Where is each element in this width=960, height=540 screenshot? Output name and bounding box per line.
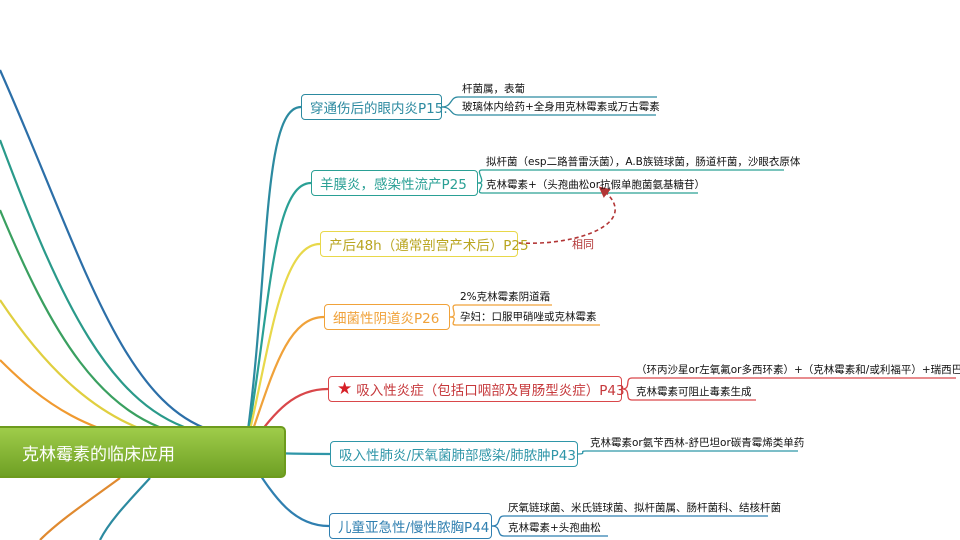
sub-item[interactable]: 克林霉素可阻止毒素生成 — [636, 386, 752, 398]
sub-item[interactable]: 克林霉素or氨苄西林-舒巴坦or碳青霉烯类单药 — [590, 437, 805, 449]
branch-label: 细菌性阴道炎P26 — [333, 311, 440, 327]
branch-node[interactable]: 羊膜炎，感染性流产P25 — [311, 170, 478, 196]
root-node[interactable]: 克林霉素的临床应用 — [0, 426, 286, 478]
offscreen-branch-line — [0, 299, 186, 442]
branch-label: 产后48h（通常剖宫产术后）P25 — [329, 238, 529, 254]
offscreen-branch-line — [0, 139, 201, 434]
sub-connector — [477, 169, 784, 184]
branch-node[interactable]: 产后48h（通常剖宫产术后）P25 — [320, 231, 529, 257]
sub-item[interactable]: 玻璃体内给药+全身用克林霉素或万古霉素 — [462, 101, 660, 113]
root-label: 克林霉素的临床应用 — [22, 444, 175, 465]
branch-node[interactable]: 儿童亚急性/慢性脓胸P44 — [329, 513, 492, 539]
sub-connector — [449, 316, 600, 326]
sub-connector — [621, 377, 956, 390]
sub-connector — [577, 450, 798, 455]
sub-connector — [621, 388, 756, 401]
offscreen-branch-line — [99, 477, 151, 540]
branch-node[interactable]: 吸入性肺炎/厌氧菌肺部感染/肺脓肿P43 — [330, 441, 578, 467]
sub-item[interactable]: 杆菌属，表葡 — [462, 83, 525, 95]
branch-connector — [243, 105, 302, 453]
offscreen-branch-line — [39, 477, 121, 540]
star-icon: ★ — [337, 378, 353, 399]
sub-item[interactable]: 克林霉素+头孢曲松 — [508, 522, 601, 534]
sub-item[interactable]: 克林霉素+（头孢曲松or抗假单胞菌氨基糖苷） — [486, 179, 706, 191]
same-relation-arrow — [518, 186, 616, 245]
branch-label: 羊膜炎，感染性流产P25 — [320, 177, 467, 193]
offscreen-branch-line — [0, 69, 211, 432]
branch-label: 吸入性肺炎/厌氧菌肺部感染/肺脓肿P43 — [339, 448, 576, 464]
sub-connector — [491, 525, 608, 537]
same-relation-label: 相同 — [572, 238, 594, 251]
branch-node[interactable]: 细菌性阴道炎P26 — [324, 304, 450, 330]
branch-node[interactable]: 穿通伤后的眼内炎P15. — [301, 94, 448, 120]
branch-connector — [243, 242, 321, 453]
branch-label: 穿通伤后的眼内炎P15. — [310, 101, 448, 117]
offscreen-branch-line — [0, 209, 191, 438]
sub-item[interactable]: 孕妇：口服甲硝唑或克林霉素 — [460, 311, 597, 323]
branch-label: 儿童亚急性/慢性脓胸P44 — [338, 520, 490, 536]
sub-connector — [477, 182, 698, 194]
branch-label: 吸入性炎症（包括口咽部及胃肠型炎症）P43 — [356, 383, 625, 399]
branch-connector — [243, 181, 312, 453]
sub-connector — [441, 106, 656, 116]
sub-item[interactable]: 厌氧链球菌、米氏链球菌、拟杆菌属、肠杆菌科、结核杆菌 — [508, 502, 781, 514]
sub-item[interactable]: 2%克林霉素阴道霜 — [460, 291, 551, 303]
branch-node[interactable]: ★吸入性炎症（包括口咽部及胃肠型炎症）P43 — [328, 376, 625, 402]
sub-item[interactable]: （环丙沙星or左氧氟or多西环素）+（克林霉素和/或利福平）+瑞西巴库 — [636, 364, 960, 376]
sub-item[interactable]: 拟杆菌（esp二路普雷沃菌），A.B族链球菌，肠道杆菌，沙眼衣原体 — [486, 156, 801, 168]
